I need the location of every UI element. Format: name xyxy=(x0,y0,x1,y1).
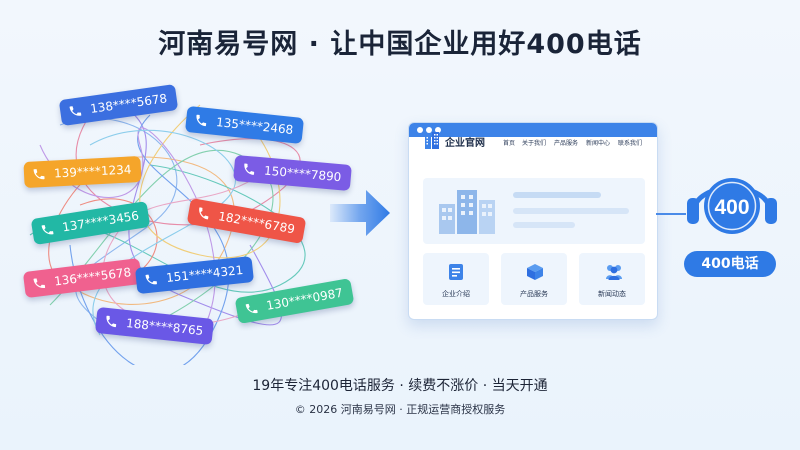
nav-item-contact[interactable]: 联系我们 xyxy=(618,140,643,147)
nav-item-home[interactable]: 首页 xyxy=(503,140,516,147)
people-icon xyxy=(606,265,622,280)
nav-item-about[interactable]: 关于我们 xyxy=(522,140,547,147)
site-name: 企业官网 xyxy=(445,138,485,149)
phone-icon xyxy=(69,106,82,116)
card-label: 企业介绍 xyxy=(442,290,470,298)
phone-icon xyxy=(196,114,207,127)
window-dot xyxy=(435,127,441,133)
phone-tag: 182****6789 xyxy=(186,197,307,245)
window-title-bar xyxy=(409,123,657,137)
phone-icon xyxy=(106,315,117,328)
phone-icon xyxy=(33,278,46,289)
connector-line xyxy=(656,213,686,215)
phone-number: 135****2468 xyxy=(215,115,294,138)
phone-number: 151****4321 xyxy=(165,262,244,285)
phone-icon xyxy=(244,163,255,175)
window-dot xyxy=(426,127,432,133)
phone-tag: 130****0987 xyxy=(234,277,355,325)
card-company-intro[interactable]: 企业介绍 xyxy=(423,253,489,305)
placeholder-line xyxy=(513,222,575,228)
headset-icon: 400 xyxy=(687,178,777,234)
card-news[interactable]: 新闻动态 xyxy=(579,253,645,305)
page-title: 河南易号网 · 让中国企业用好400电话 xyxy=(158,29,642,60)
phone-number: 139****1234 xyxy=(53,162,132,181)
phone-tag: 139****1234 xyxy=(23,155,143,189)
placeholder-line xyxy=(513,192,601,198)
badge-400-phone: 400电话 xyxy=(684,251,776,277)
cube-icon xyxy=(527,264,543,280)
document-icon xyxy=(449,264,463,280)
phone-icon xyxy=(245,303,258,314)
building-illustration-icon xyxy=(439,190,495,234)
copyright: © 2026 河南易号网 · 正规运营商授权服务 xyxy=(294,403,506,416)
phone-tag: 137****3456 xyxy=(30,200,151,246)
phone-tag: 138****5678 xyxy=(58,83,179,127)
phone-icon xyxy=(41,225,54,235)
card-label: 新闻动态 xyxy=(598,290,626,298)
phone-icon xyxy=(145,274,157,285)
website-window: 企业官网 首页 关于我们 产品服务 新闻中心 联系我们 xyxy=(408,122,658,320)
nav-item-news[interactable]: 新闻中心 xyxy=(586,140,611,147)
phone-number: 188****8765 xyxy=(125,316,204,339)
phone-tag: 136****5678 xyxy=(22,257,143,299)
phone-tag: 188****8765 xyxy=(94,306,215,346)
phone-number: 136****5678 xyxy=(53,265,132,289)
placeholder-line xyxy=(513,208,629,214)
phone-icon xyxy=(33,169,45,180)
headset-number: 400 xyxy=(714,196,749,219)
nav-item-products[interactable]: 产品服务 xyxy=(554,140,579,147)
card-label: 产品服务 xyxy=(520,290,548,298)
card-products[interactable]: 产品服务 xyxy=(501,253,567,305)
window-dot xyxy=(417,127,423,133)
phone-number: 138****5678 xyxy=(89,91,168,116)
phone-tag: 135****2468 xyxy=(184,105,305,145)
building-logo-icon xyxy=(425,132,439,149)
hero-banner xyxy=(423,178,645,244)
slogan: 19年专注400电话服务 · 续费不涨价 · 当天开通 xyxy=(252,378,548,394)
phone-number: 150****7890 xyxy=(263,163,342,185)
arrow-right-icon xyxy=(330,190,390,236)
phone-icon xyxy=(199,207,209,220)
phone-tag: 150****7890 xyxy=(233,154,353,192)
phone-tag: 151****4321 xyxy=(134,255,255,295)
